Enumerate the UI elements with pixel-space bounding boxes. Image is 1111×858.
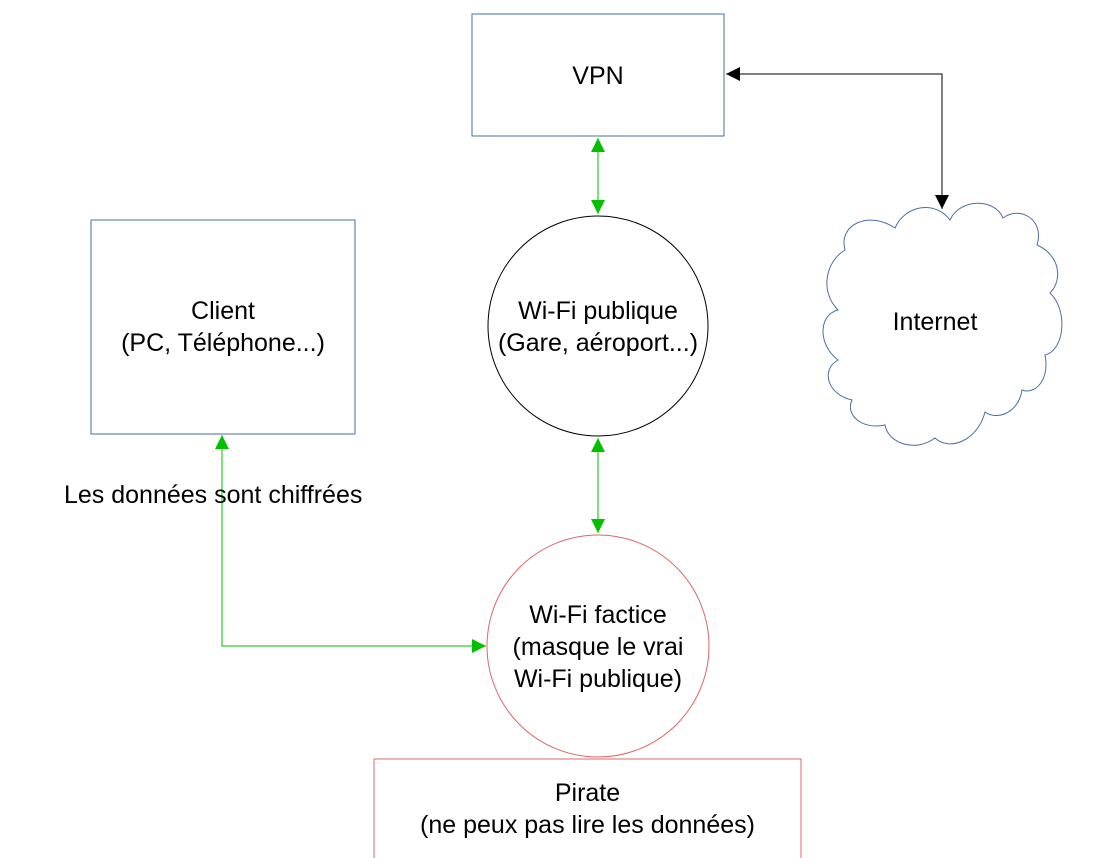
public-wifi-subtitle: (Gare, aéroport...) — [497, 329, 699, 357]
internet-cloud — [822, 202, 1063, 446]
fake-wifi-title: Wi-Fi factice — [529, 601, 667, 629]
public-wifi-label: Wi-Fi publique (Gare, aéroport...) — [478, 295, 718, 359]
pirate-box — [373, 758, 802, 858]
client-subtitle: (PC, Téléphone...) — [121, 329, 325, 357]
encrypted-annotation: Les données sont chiffrées — [64, 481, 363, 509]
fake-wifi-label: Wi-Fi factice (masque le vrai Wi-Fi publ… — [478, 599, 718, 695]
arrow-vpn-internet — [726, 67, 949, 209]
fake-wifi-subtitle-2: Wi-Fi publique) — [513, 665, 683, 693]
fake-wifi-circle — [486, 534, 710, 758]
public-wifi-circle — [487, 215, 709, 437]
client-label: Client (PC, Téléphone...) — [91, 295, 355, 359]
fake-wifi-subtitle-1: (masque le vrai — [512, 633, 684, 661]
public-wifi-title: Wi-Fi publique — [518, 297, 678, 325]
vpn-label: VPN — [572, 62, 624, 90]
vpn-box — [471, 13, 725, 137]
client-box — [90, 219, 356, 435]
arrow-client-fake-wifi — [215, 435, 486, 653]
internet-label: Internet — [892, 308, 978, 336]
pirate-subtitle: (ne peux pas lire les données) — [420, 811, 755, 839]
client-title: Client — [191, 297, 255, 325]
pirate-title: Pirate — [554, 779, 621, 807]
pirate-label: Pirate (ne peux pas lire les données) — [374, 777, 801, 841]
